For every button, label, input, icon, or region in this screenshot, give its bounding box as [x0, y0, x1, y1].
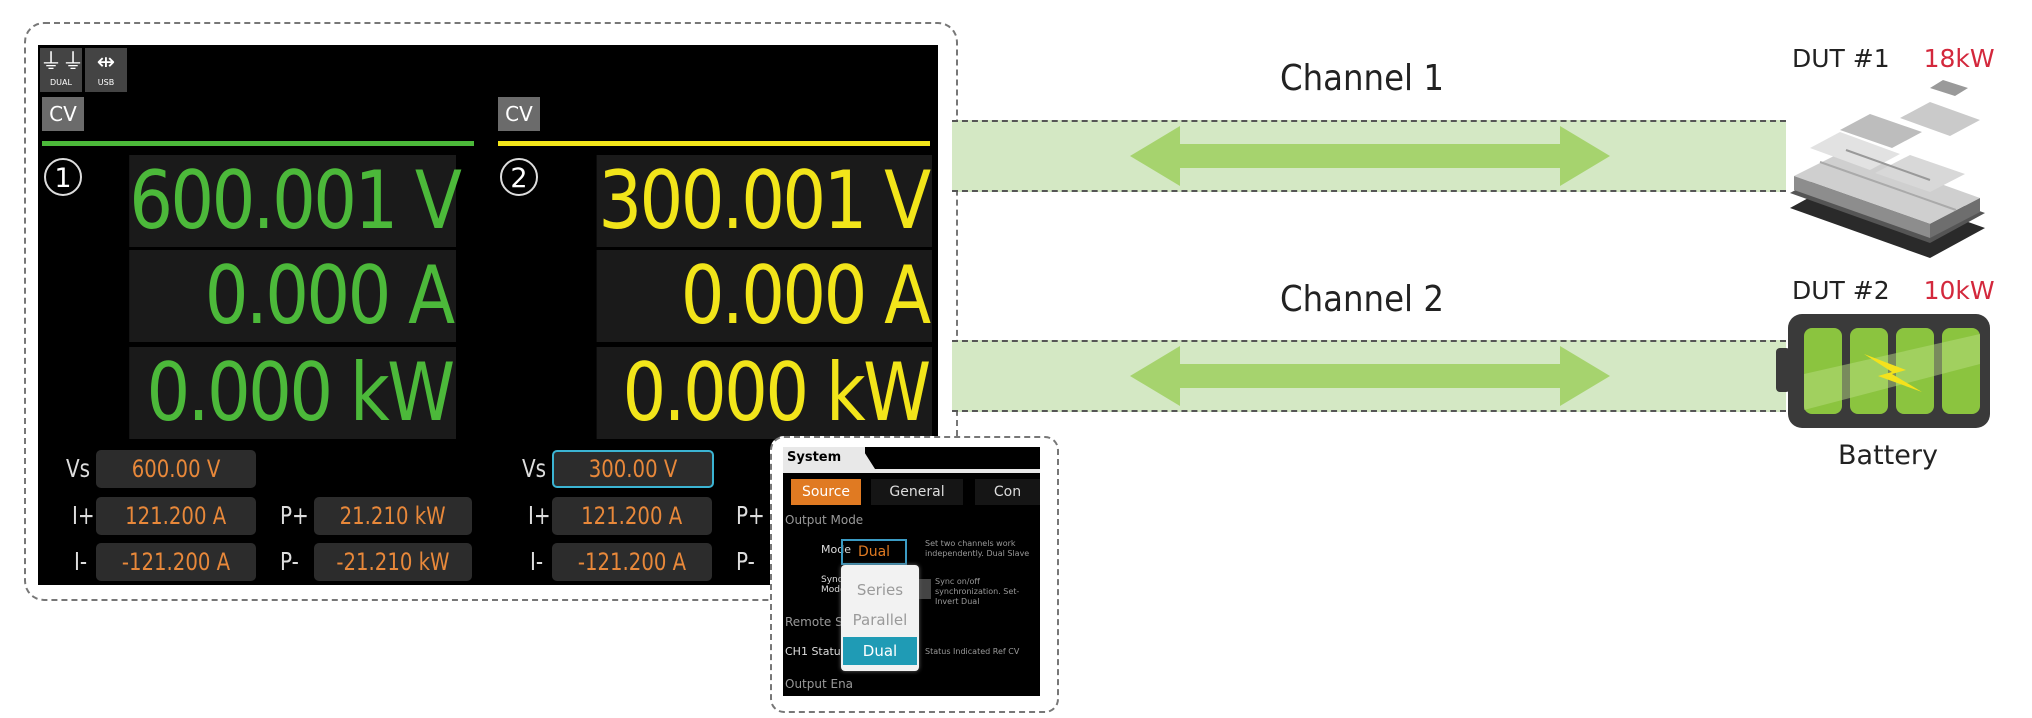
tab-connectivity[interactable]: Con [975, 479, 1040, 505]
ch2-pminus-label: P- [736, 547, 755, 576]
ch1-mode-badge: CV [42, 97, 84, 131]
ch1-current-readout: 0.000 A [129, 250, 456, 342]
channel-2-label: Channel 2 [1280, 279, 1444, 320]
system-title-tab[interactable]: System [783, 447, 865, 469]
channel-1-double-arrow-icon [1130, 126, 1610, 186]
ch1-power-readout: 0.000 kW [129, 347, 456, 439]
ch2-number[interactable]: 2 [500, 158, 538, 196]
usb-icon: ⇹ USB [85, 48, 127, 92]
dual-channel-icon: ⏚⏚ DUAL [40, 48, 84, 92]
section-output-mode: Output Mode [785, 513, 864, 527]
ch2-current-readout: 0.000 A [596, 250, 932, 342]
dut-1-name: DUT #1 [1792, 44, 1890, 73]
ch1-iplus-setting[interactable]: 121.200 A [96, 497, 256, 535]
mode-label: Mode [821, 543, 851, 556]
screen-frame [24, 22, 958, 601]
ch2-voltage-readout: 300.001 V [596, 155, 932, 247]
tab-general[interactable]: General [871, 479, 963, 505]
ch1-vs-setting[interactable]: 600.00 V [96, 450, 256, 488]
popup-header-bar [783, 469, 1040, 473]
battery-pack-icon [1790, 80, 1985, 258]
ch2-accent-line [498, 141, 930, 146]
ch2-vs-label: Vs [522, 454, 547, 483]
ch1-iminus-label: I- [74, 547, 88, 576]
ch1-iplus-label: I+ [72, 501, 95, 530]
dut-1-title: DUT #1 18kW [1792, 44, 1995, 73]
ch1-voltage-readout: 600.001 V [129, 154, 462, 247]
mode-hint: Set two channels work independently. Dua… [925, 539, 1030, 558]
ch1-number[interactable]: 1 [44, 158, 82, 196]
ch1-pplus-setting[interactable]: 21.210 kW [314, 497, 472, 535]
ch1-status-hint: Status Indicated Ref CV [925, 647, 1020, 656]
ch2-iplus-label: I+ [528, 501, 551, 530]
dut-2-power: 10kW [1923, 276, 1995, 305]
dut-2-name: DUT #2 [1792, 276, 1890, 305]
ch1-iminus-setting[interactable]: -121.200 A [96, 543, 256, 581]
ch1-status-label: CH1 Status [785, 645, 847, 658]
output-enable-label: Output Ena [785, 677, 854, 691]
dropdown-option-series[interactable]: Series [856, 581, 904, 599]
ch2-iminus-setting[interactable]: -121.200 A [552, 543, 712, 581]
dut-2-title: DUT #2 10kW [1792, 276, 1995, 305]
sync-mode-hint: Sync on/off synchronization. Set-Invert … [935, 577, 1020, 606]
remote-sense-label: Remote Sen [785, 615, 858, 629]
title-tab-corner [861, 447, 875, 469]
ch2-iminus-label: I- [530, 547, 544, 576]
sync-mode-label: Sync Mode [821, 575, 846, 595]
ch1-pplus-label: P+ [280, 501, 309, 530]
system-settings-popup: System Source General Con Output Mode Mo… [783, 447, 1040, 696]
ch2-iplus-setting[interactable]: 121.200 A [552, 497, 712, 535]
mode-select[interactable]: Dual [841, 539, 907, 565]
dropdown-option-parallel[interactable]: Parallel [852, 611, 908, 629]
channel-2-double-arrow-icon [1130, 346, 1610, 406]
dut-1-power: 18kW [1923, 44, 1995, 73]
ch1-pminus-label: P- [280, 547, 299, 576]
ch1-vs-label: Vs [66, 454, 91, 483]
ch2-vs-setting[interactable]: 300.00 V [552, 450, 714, 488]
ch2-pplus-label: P+ [736, 501, 765, 530]
ch1-pminus-setting[interactable]: -21.210 kW [314, 543, 472, 581]
battery-icon [1776, 314, 1990, 428]
ch1-accent-line [42, 141, 474, 146]
tab-source[interactable]: Source [791, 479, 861, 505]
ch2-mode-badge: CV [498, 97, 540, 131]
channel-1-label: Channel 1 [1280, 58, 1444, 99]
battery-caption: Battery [1838, 440, 1938, 471]
sync-mode-toggle[interactable] [915, 579, 931, 599]
dropdown-option-dual[interactable]: Dual [843, 637, 917, 665]
ch2-power-readout: 0.000 kW [596, 347, 932, 439]
